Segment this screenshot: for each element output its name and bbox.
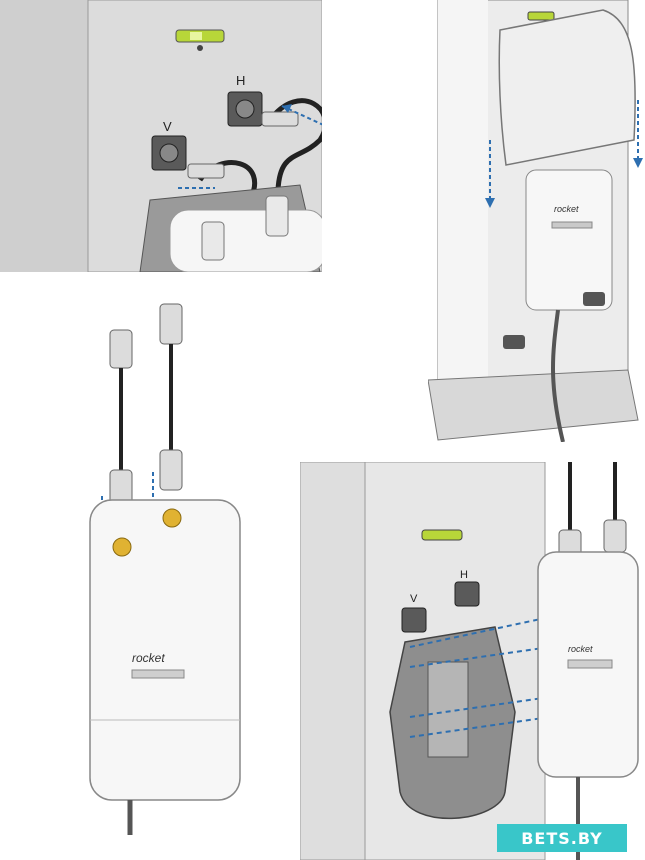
slide-cover-illustration: rocket [428, 0, 645, 442]
radio-logo: rocket [554, 204, 579, 214]
guide-line [409, 646, 551, 668]
radio-unit [525, 169, 613, 311]
v-cable-connector [187, 163, 225, 179]
h-cable-connector [261, 111, 299, 127]
watermark: BETS.BY [497, 824, 627, 852]
v-port-connector [151, 135, 187, 171]
h-port-connector [227, 91, 263, 127]
v-port-connector [401, 607, 427, 633]
radio-top [169, 209, 322, 272]
attach-connectors-illustration: rocket [60, 300, 300, 835]
radio-logo: rocket [568, 644, 593, 654]
led-indicators [131, 669, 185, 679]
led-indicators [567, 659, 613, 669]
radome-cover [498, 9, 636, 166]
radio-unit [89, 499, 241, 801]
led-indicators [551, 221, 593, 229]
port-label-h: H [236, 73, 245, 88]
cable-h [268, 98, 322, 191]
h-port-connector [454, 581, 480, 607]
bubble-level-icon [175, 29, 225, 51]
step-slide-cover-panel: rocket [428, 0, 645, 442]
level-clip-icon [527, 11, 555, 21]
radio-logo: rocket [132, 651, 165, 665]
gold-connector-right [162, 508, 182, 528]
step-attach-connectors-panel: rocket [60, 300, 300, 835]
step-connect-cables-panel: H V [0, 0, 322, 272]
bubble-level-icon [421, 529, 463, 541]
ethernet-cable [551, 309, 565, 442]
step-mount-bracket-panel: H V rocket [300, 462, 645, 860]
port-label-v: V [410, 593, 418, 605]
mount-bolt [583, 292, 605, 306]
radio-connectors [201, 195, 289, 261]
guide-line [409, 716, 551, 738]
guide-line [409, 696, 551, 718]
port-label-v: V [163, 119, 172, 134]
mount-bracket-illustration: H V rocket [300, 462, 645, 860]
mast-base [428, 369, 639, 441]
guide-line [409, 616, 551, 648]
mount-bolt [503, 335, 525, 349]
arrow-h [281, 105, 322, 126]
rf-cable-right [159, 303, 183, 491]
connect-cables-illustration: H V [0, 0, 322, 272]
gold-connector-left [112, 537, 132, 557]
port-label-h: H [460, 569, 468, 581]
